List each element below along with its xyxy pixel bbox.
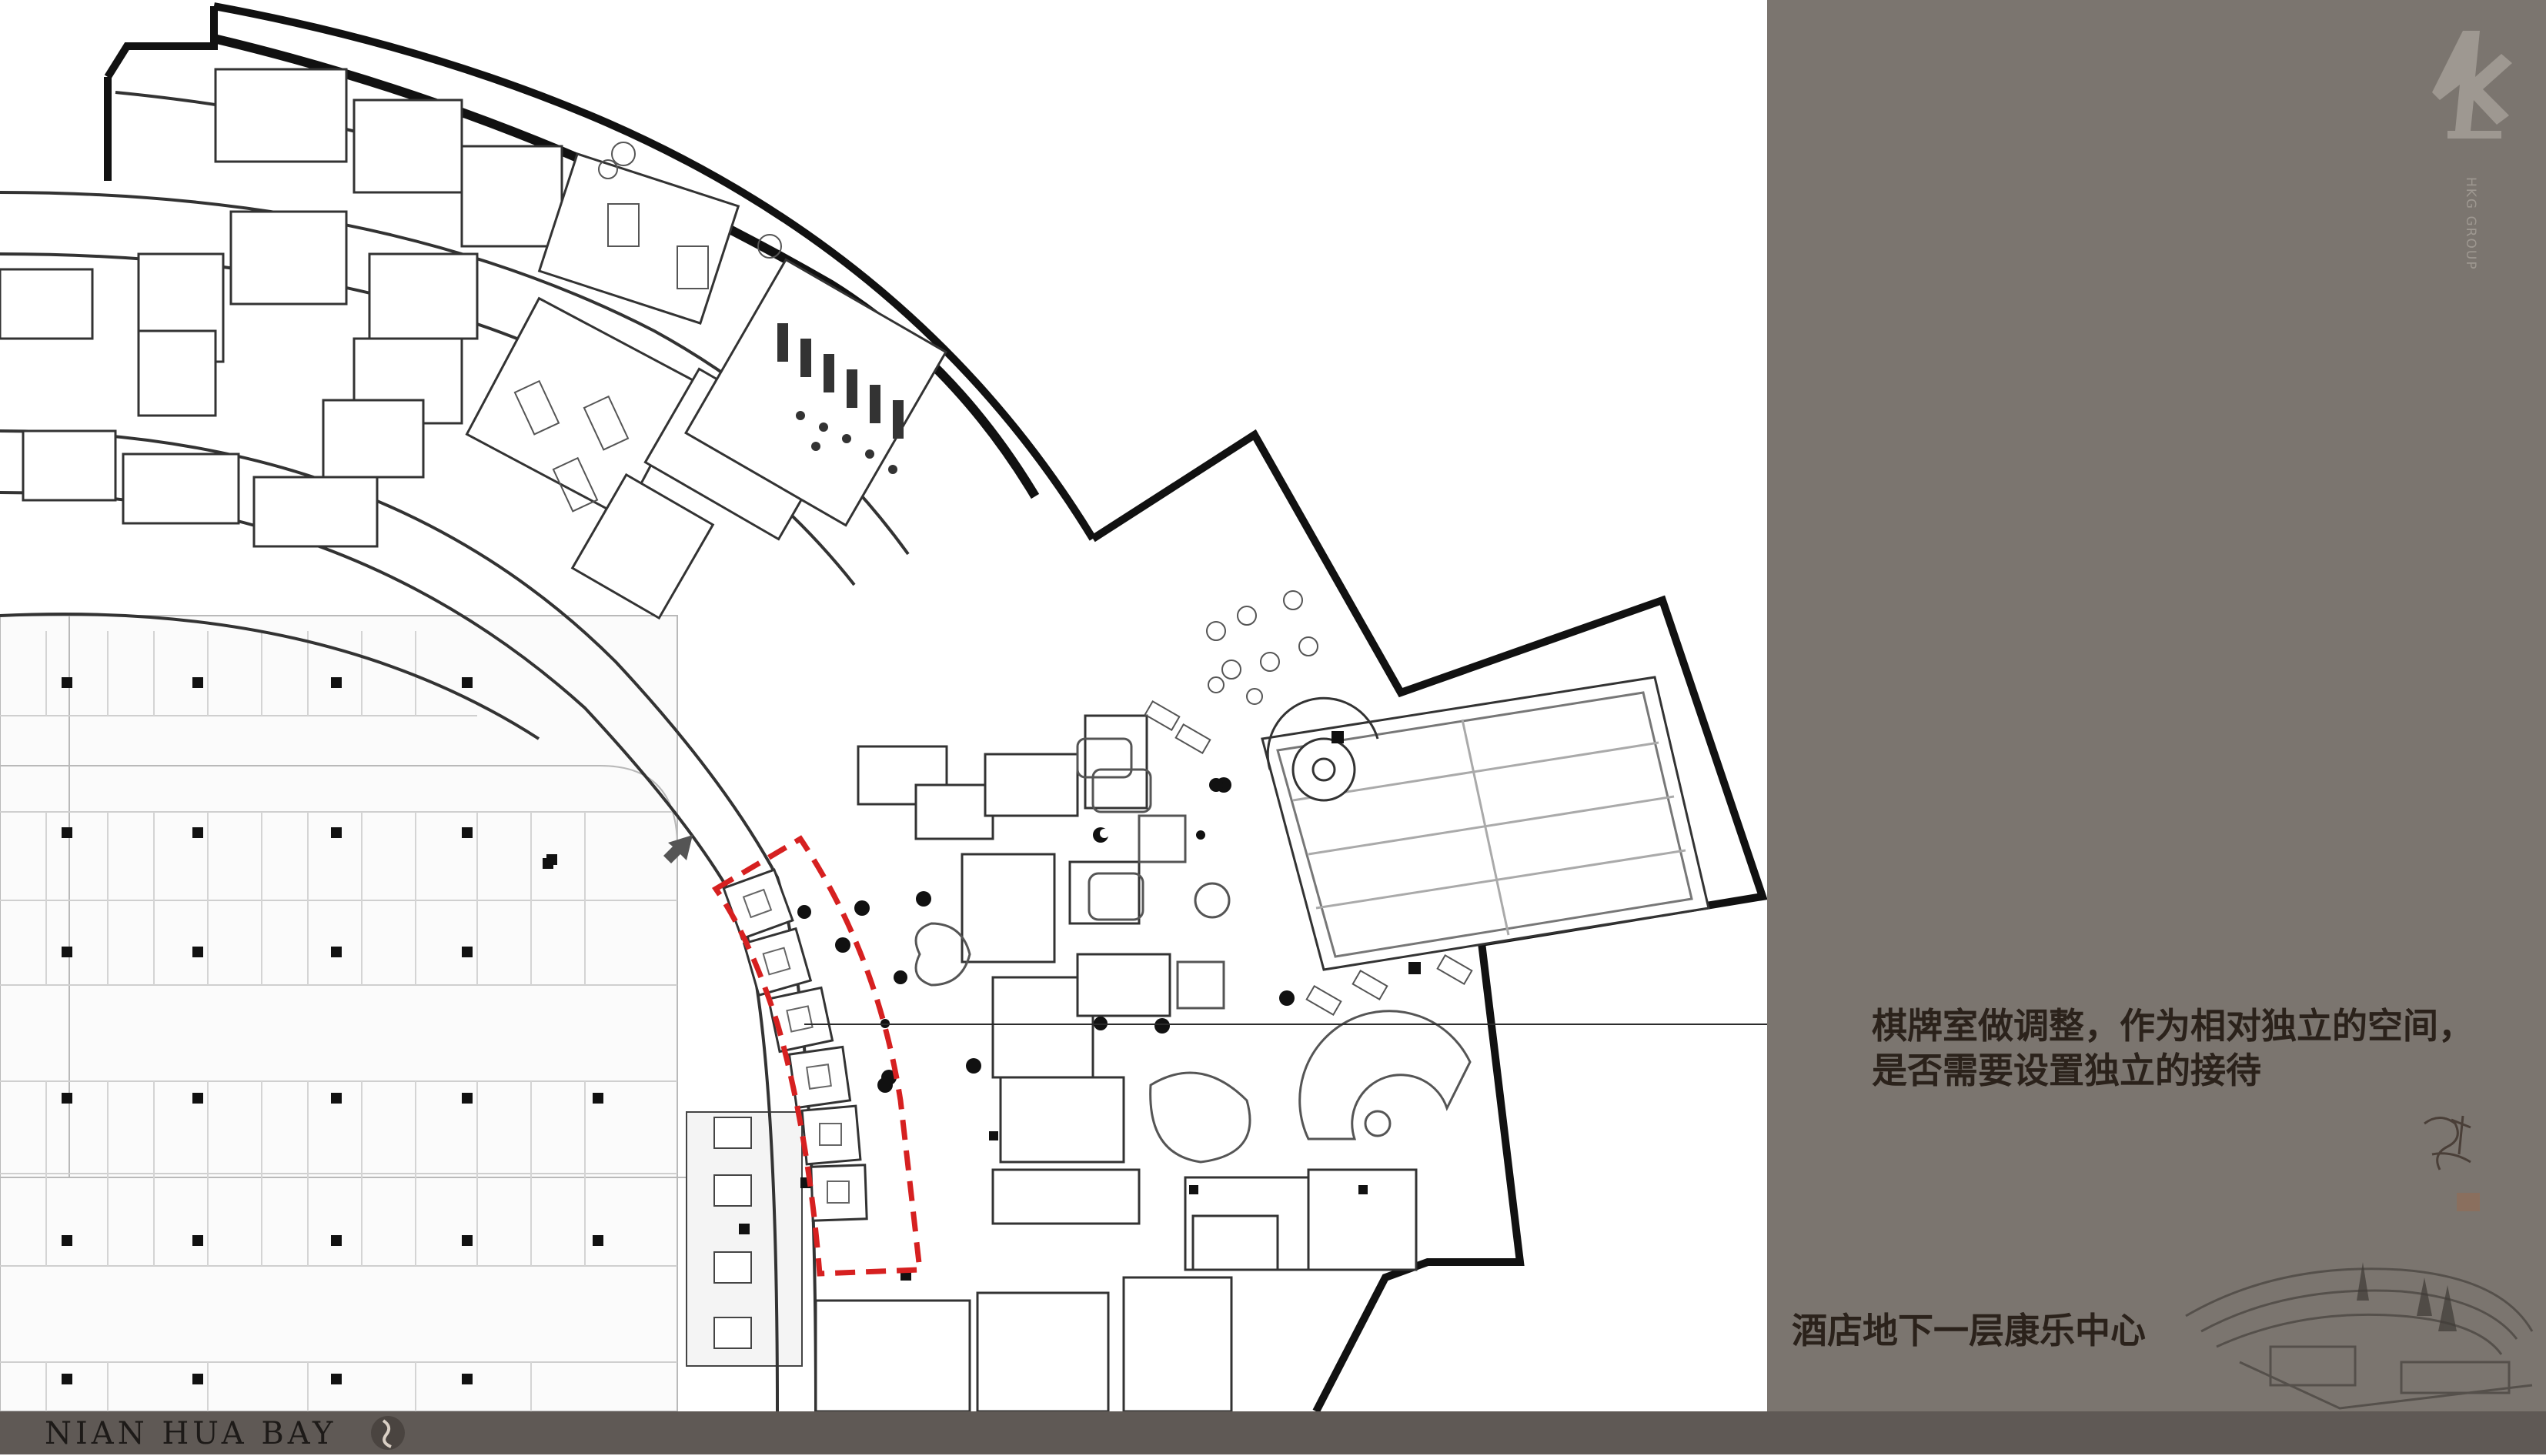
equipment	[513, 142, 782, 513]
square-columns	[546, 731, 1421, 1281]
parking-area	[0, 615, 708, 1411]
calligraphy-emblem-icon	[371, 1416, 405, 1450]
footer-bar	[0, 1411, 2546, 1454]
floor-plan	[0, 2, 1767, 1411]
hkg-group-logo-icon	[2432, 31, 2512, 139]
lower-rooms	[814, 1214, 1279, 1411]
side-panel	[1767, 0, 2546, 1411]
annotation-line-1: 棋牌室做调整，作为相对独立的空间，	[1872, 1005, 2474, 1047]
pool	[1261, 676, 1710, 971]
lounge-furniture	[1144, 590, 1473, 1017]
annotation-text: 棋牌室做调整，作为相对独立的空间， 是否需要设置独立的接待	[1872, 1004, 2534, 1093]
chess-card-rooms	[722, 868, 868, 1222]
calligraphy-seal-icon	[2424, 1115, 2480, 1211]
card-tables	[742, 888, 850, 1204]
annotation-leader-line	[804, 1024, 1855, 1025]
footer-brand-text: NIAN HUA BAY	[45, 1416, 337, 1451]
area-title: 酒店地下一层康乐中心	[1792, 1310, 2146, 1351]
brand-vertical-text: HKG GROUP	[2463, 177, 2478, 271]
annotation-line-2: 是否需要设置独立的接待	[1872, 1050, 2261, 1091]
chess-room-highlight	[711, 835, 923, 1277]
guest-rooms-upper	[0, 68, 563, 548]
building-sketch-icon	[2185, 1262, 2534, 1410]
accessible-parking	[686, 1111, 803, 1367]
upper-arc-wall	[212, 34, 1040, 499]
spa-fixtures	[914, 737, 1472, 1164]
entry-arrow-icon	[663, 835, 693, 863]
gym-machines	[777, 323, 904, 474]
